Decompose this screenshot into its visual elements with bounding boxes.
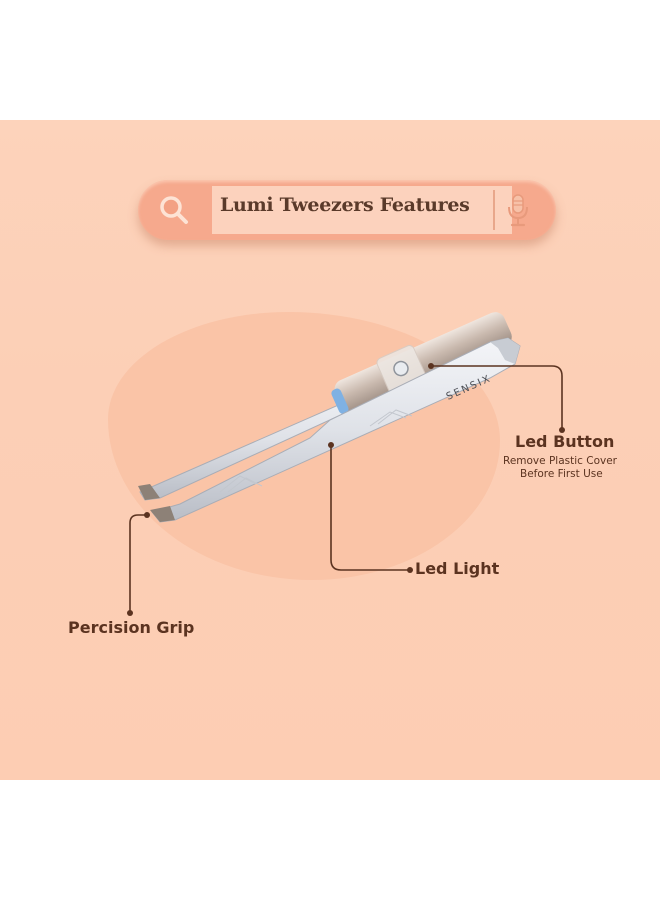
callout-precision-grip-title: Percision Grip — [68, 618, 195, 637]
callout-lines — [127, 363, 565, 616]
callout-led-button-subtitle-1: Remove Plastic Cover — [503, 455, 617, 467]
callout-led-button-title: Led Button — [515, 432, 615, 451]
callout-led-light-title: Led Light — [415, 559, 500, 578]
search-text: Lumi Tweezers Features — [220, 194, 470, 216]
search-icon[interactable] — [156, 192, 192, 228]
feature-panel: Lumi Tweezers Features — [0, 120, 660, 780]
search-bar[interactable]: Lumi Tweezers Features — [138, 180, 556, 240]
search-divider — [493, 190, 495, 230]
microphone-icon[interactable] — [503, 192, 533, 228]
callout-led-button-subtitle-2: Before First Use — [520, 468, 603, 480]
search-input[interactable] — [212, 186, 512, 234]
tweezers-illustration: SENSIX — [138, 312, 521, 523]
